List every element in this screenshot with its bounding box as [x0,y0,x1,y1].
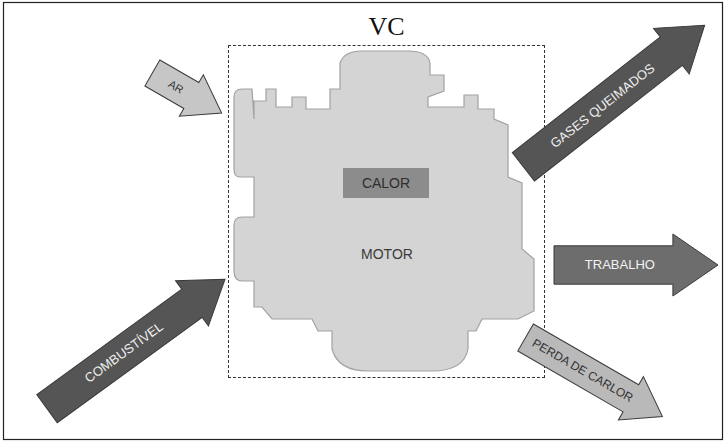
arrow-shape [139,51,235,135]
control-volume: VCMOTORCALOR [228,45,545,378]
arrow-label-holder: TRABALHO [553,246,687,284]
block-arrow: TRABALHO [553,233,719,297]
block-arrow: AR [139,51,235,135]
arrow-body [31,257,242,432]
arrow-label-holder: PERDA DE CARLOR [517,323,648,417]
arrow-label-holder: COMBUSTÍVEL [36,282,212,423]
engine-outline [234,51,534,371]
arrow-label: GASES QUEIMADOS [547,60,657,151]
arrow-label: COMBUSTÍVEL [82,319,166,386]
arrow-body [513,316,675,438]
arrow-body [506,2,723,189]
block-arrow: GASES QUEIMADOS [504,1,724,191]
arrow-label: PERDA DE CARLOR [530,336,636,405]
arrow-label-holder: GASES QUEIMADOS [512,29,693,182]
frame-border [4,3,723,440]
engine-label: MOTOR [361,246,413,262]
arrow-body [140,52,233,134]
control-volume-label: VC [368,12,404,41]
control-volume-heading: VC [229,12,544,42]
arrow-body [554,234,718,296]
block-arrow: COMBUSTÍVEL [29,255,243,432]
engine-label-holder: MOTOR [232,245,542,263]
arrow-label: AR [166,78,185,96]
arrow-label: TRABALHO [585,257,655,272]
heat-box: CALOR [343,168,429,198]
engine-silhouette [232,49,542,375]
block-arrow: PERDA DE CARLOR [512,314,677,439]
heat-label: CALOR [362,175,410,191]
engine-shape: MOTOR CALOR [232,49,542,375]
